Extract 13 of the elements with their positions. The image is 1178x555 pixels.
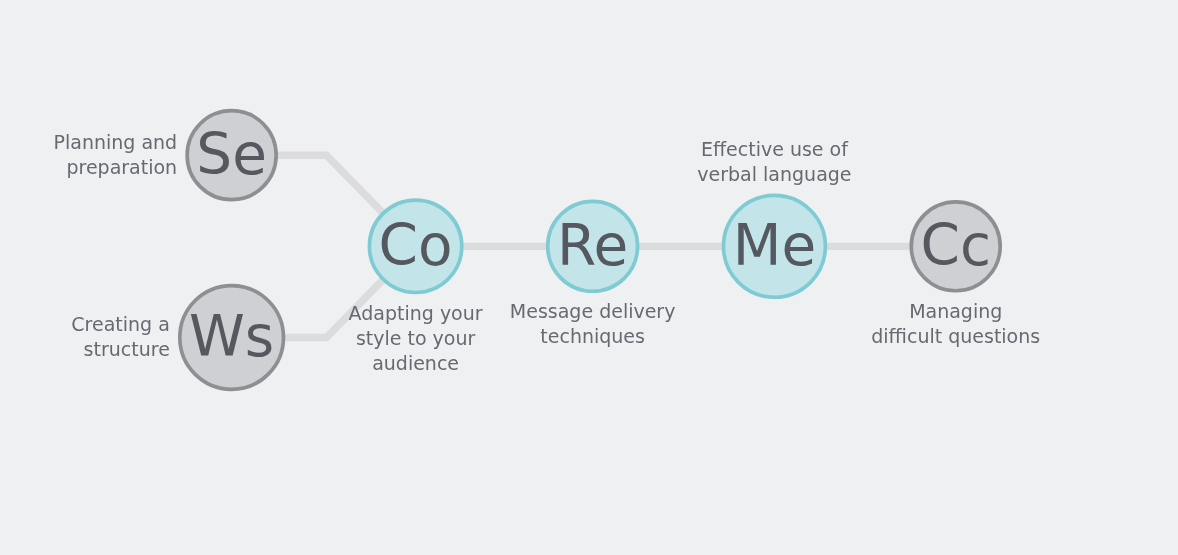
node-caption: Message delivery techniques — [508, 299, 677, 350]
circle-node: Re — [545, 199, 640, 294]
node-caption: Adapting your style to your audience — [347, 300, 484, 376]
node-caption: Managing difficult questions — [870, 298, 1041, 349]
connector-line — [276, 151, 386, 216]
node-caption: Planning and preparation — [52, 130, 178, 181]
node-caption: Creating a structure — [70, 312, 170, 363]
circle-node: Ws — [178, 283, 286, 392]
circle-node: Me — [721, 193, 828, 300]
circle-node: Cc — [909, 200, 1002, 293]
node-caption: Effective use of verbal language — [696, 137, 853, 188]
circle-node: Co — [367, 198, 464, 295]
circle-node: Se — [185, 108, 278, 202]
